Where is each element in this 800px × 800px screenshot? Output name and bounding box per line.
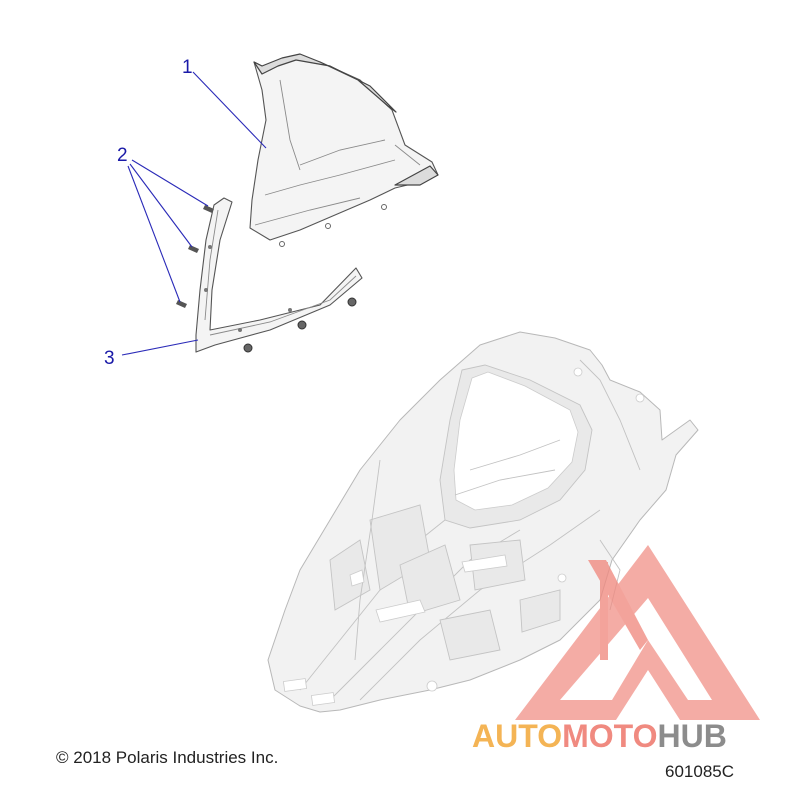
brand-hub: HUB	[657, 718, 727, 754]
callout-leaders	[121, 71, 267, 356]
copyright-text: © 2018 Polaris Industries Inc.	[56, 748, 279, 767]
callout-1: 1	[182, 57, 193, 78]
brand-moto: MOTO	[562, 718, 658, 754]
screw-hardware	[176, 205, 357, 353]
brand-auto: AUTO	[472, 718, 563, 754]
hood-assembly	[267, 331, 699, 713]
trim-strip-part	[195, 197, 363, 353]
brand-watermark: AUTOMOTOHUB	[472, 718, 727, 755]
callout-2: 2	[117, 145, 128, 166]
callout-3: 3	[104, 348, 115, 369]
windshield-part	[249, 53, 439, 247]
automotohub-logo	[515, 545, 760, 720]
diagram-part-number: 601085C	[665, 762, 735, 781]
